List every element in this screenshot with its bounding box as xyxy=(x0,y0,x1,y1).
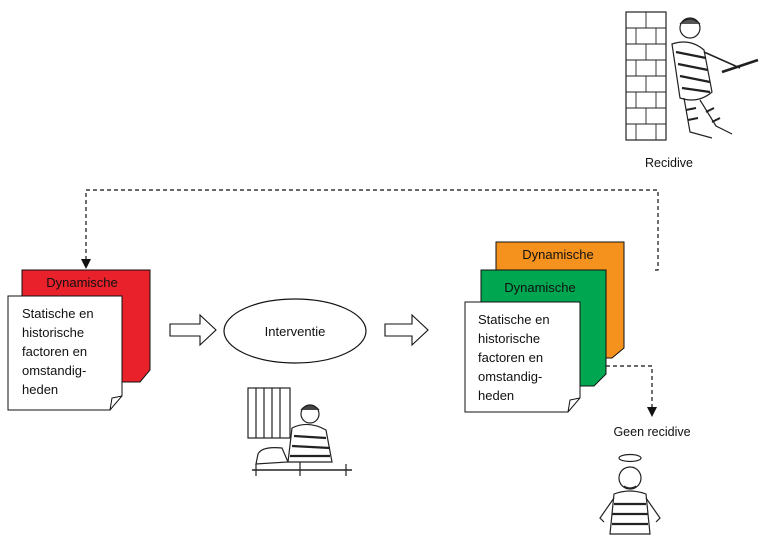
intervention-ellipse xyxy=(223,298,367,364)
dynamische-label-left: Dynamische xyxy=(46,275,118,290)
geen-recidive-label: Geen recidive xyxy=(613,425,690,439)
recidivism-feedback-arrow xyxy=(81,189,659,271)
block-arrow-to-intervention xyxy=(169,313,217,347)
reformed-angel-icon xyxy=(599,453,661,535)
static-factors-text-left: Statische en historische factoren en oms… xyxy=(22,306,97,397)
no-recidivism-arrow xyxy=(606,365,657,417)
burglar-escaping-icon xyxy=(625,11,759,141)
dynamische-label-orange: Dynamische xyxy=(522,247,594,262)
prisoner-in-cell-icon xyxy=(247,387,352,476)
intervention-label: Interventie xyxy=(265,324,326,339)
static-factors-card-left xyxy=(7,295,123,411)
static-factors-card-right xyxy=(464,301,581,413)
block-arrow-to-outcome xyxy=(384,313,429,347)
dynamische-label-green: Dynamische xyxy=(504,280,576,295)
right-card-stack: Dynamische Dynamische Statische en histo… xyxy=(464,241,625,413)
left-card-stack: Dynamische Statische en historische fact… xyxy=(7,269,151,411)
static-factors-text-right: Statische en historische factoren en oms… xyxy=(478,312,553,403)
recidive-label: Recidive xyxy=(645,156,693,170)
